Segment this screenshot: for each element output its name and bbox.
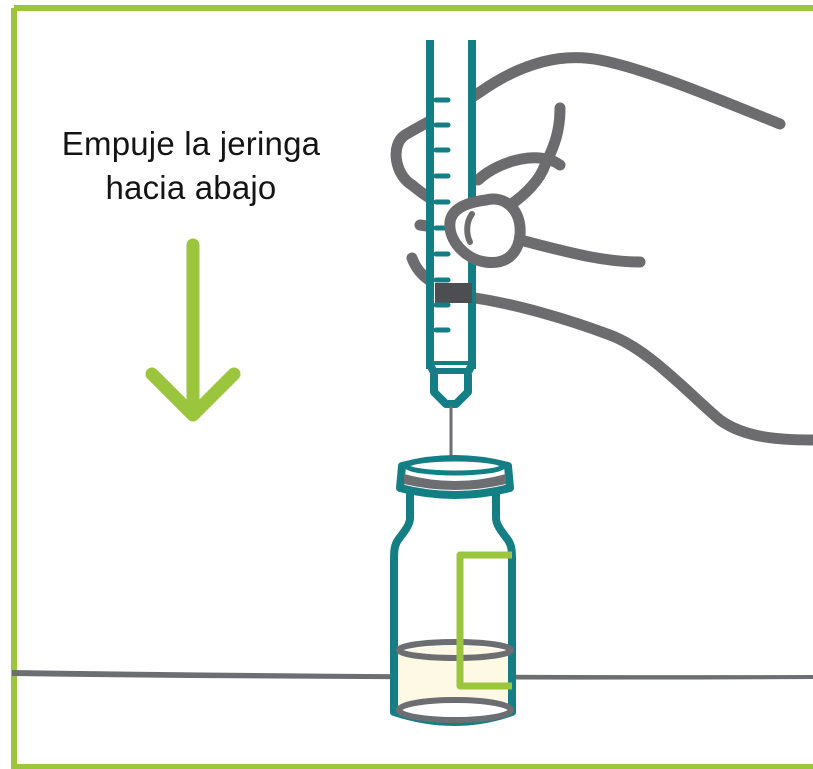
instruction-line-1: Empuje la jeringa (61, 125, 321, 162)
instruction-text: Empuje la jeringa hacia abajo (22, 122, 360, 210)
syringe-icon (426, 40, 476, 458)
vial-icon (390, 455, 516, 726)
hand-icon (390, 52, 813, 446)
thumb-icon (444, 193, 526, 269)
frame-border (11, 5, 813, 769)
down-arrow-icon (145, 238, 241, 422)
instruction-line-2: hacia abajo (105, 169, 277, 206)
